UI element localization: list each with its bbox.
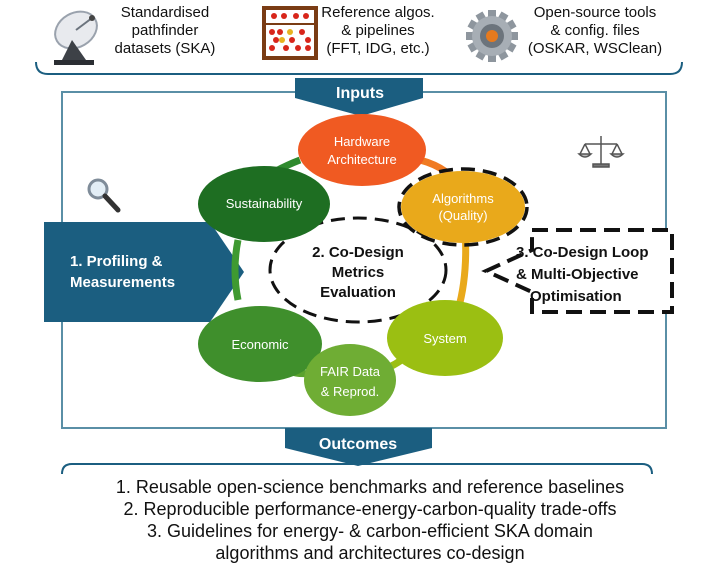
node-algorithms-line-2: (Quality) bbox=[438, 208, 487, 223]
outcomes-arrow bbox=[285, 428, 432, 466]
outcome-item-1: 1. Reusable open-science benchmarks and … bbox=[115, 477, 625, 497]
inputs-label: Inputs bbox=[336, 85, 384, 102]
node-economic bbox=[198, 306, 322, 382]
node-algorithms bbox=[401, 171, 525, 243]
node-sustainability-line-1: Sustainability bbox=[226, 196, 303, 211]
node-system bbox=[387, 300, 503, 376]
profiling-line-1: 1. Profiling & bbox=[70, 253, 163, 270]
outcome-item-2: 2. Reproducible performance-energy-carbo… bbox=[123, 499, 617, 519]
magnifier-icon bbox=[87, 178, 121, 213]
loop-line-1: 3. Co-Design Loop bbox=[516, 244, 649, 261]
center-line-1: 2. Co-Design bbox=[312, 244, 404, 261]
loop-line-2: & Multi-Objective bbox=[516, 266, 639, 283]
outcome-item-3: 3. Guidelines for energy- & carbon-effic… bbox=[147, 521, 593, 541]
gear-icon bbox=[466, 10, 518, 62]
node-fair-line-1: FAIR Data bbox=[320, 364, 381, 379]
center-line-2: Metrics bbox=[332, 264, 385, 281]
node-hardware-line-2: Architecture bbox=[327, 152, 396, 167]
node-algorithms-dashed-outline bbox=[397, 167, 529, 247]
input-algos-line-1: Reference algos. bbox=[321, 4, 435, 21]
inputs-bracket bbox=[35, 61, 683, 75]
abacus-icon bbox=[262, 6, 318, 60]
center-metrics-ellipse bbox=[268, 216, 448, 324]
input-datasets-line-1: Standardised bbox=[120, 4, 210, 21]
input-datasets-line-2: pathfinder bbox=[131, 22, 199, 39]
node-system-line-1: System bbox=[423, 331, 466, 346]
input-datasets-line-3: datasets (SKA) bbox=[114, 40, 216, 57]
node-hardware-line-1: Hardware bbox=[334, 134, 390, 149]
center-line-3: Evaluation bbox=[320, 284, 396, 301]
satellite-dish-icon bbox=[54, 10, 98, 65]
input-algos-text: Reference algos. & pipelines (FFT, IDG, … bbox=[313, 4, 443, 58]
node-hardware bbox=[298, 114, 426, 186]
profiling-arrow bbox=[44, 222, 244, 322]
inputs-arrow bbox=[295, 78, 423, 116]
outcomes-bracket bbox=[61, 463, 653, 475]
input-algos-line-3: (FFT, IDG, etc.) bbox=[326, 40, 430, 57]
profiling-line-2: Measurements bbox=[70, 274, 175, 291]
outcomes-label: Outcomes bbox=[319, 436, 397, 453]
node-algorithms-line-1: Algorithms bbox=[432, 191, 494, 206]
node-sustainability bbox=[198, 166, 330, 242]
node-economic-line-1: Economic bbox=[231, 337, 289, 352]
loop-line-3: Optimisation bbox=[530, 288, 622, 305]
input-tools-text: Open-source tools & config. files (OSKAR… bbox=[520, 4, 670, 58]
input-tools-line-1: Open-source tools bbox=[533, 4, 657, 21]
loop-box bbox=[481, 228, 674, 314]
balance-scale-icon bbox=[577, 136, 625, 168]
input-tools-line-2: & config. files bbox=[550, 22, 640, 39]
input-datasets-text: Standardised pathfinder datasets (SKA) bbox=[100, 4, 230, 58]
input-algos-line-2: & pipelines bbox=[341, 22, 415, 39]
outcomes-list: 1. Reusable open-science benchmarks and … bbox=[40, 476, 700, 564]
node-fair bbox=[304, 344, 396, 416]
node-fair-line-2: & Reprod. bbox=[321, 384, 380, 399]
input-tools-line-3: (OSKAR, WSClean) bbox=[527, 40, 663, 57]
outcome-item-4: algorithms and architectures co-design bbox=[215, 543, 525, 563]
